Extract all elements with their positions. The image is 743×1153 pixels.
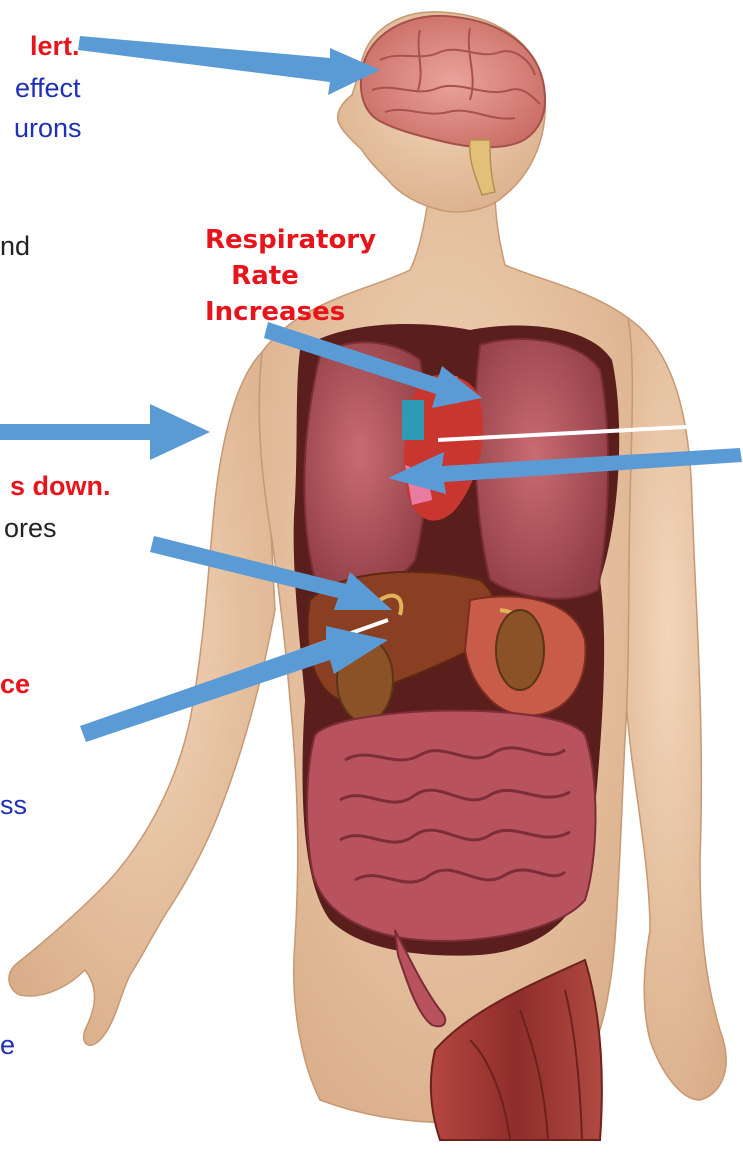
text-fragment-nd: nd: [0, 231, 30, 261]
respiratory-rate-callout: Respiratory Rate Increases: [205, 222, 325, 330]
callout-line-3: Increases: [205, 294, 325, 330]
text-fragment-ce: ce: [0, 669, 30, 699]
callout-line-2: Rate: [205, 258, 325, 294]
text-fragment-urons: urons: [14, 113, 82, 143]
arrow-to-brain: [78, 36, 380, 95]
text-fragment-effect: effect: [15, 73, 81, 103]
arm-left: [9, 352, 275, 1045]
text-fragment-ss: ss: [0, 790, 27, 820]
arrow-to-chest: [0, 404, 210, 460]
text-fragment-e: e: [0, 1030, 15, 1060]
text-fragment-alert: lert.: [30, 31, 80, 61]
text-fragment-s-down: s down.: [10, 471, 111, 501]
text-fragment-ores: ores: [4, 513, 57, 543]
callout-line-1: Respiratory: [205, 222, 325, 258]
